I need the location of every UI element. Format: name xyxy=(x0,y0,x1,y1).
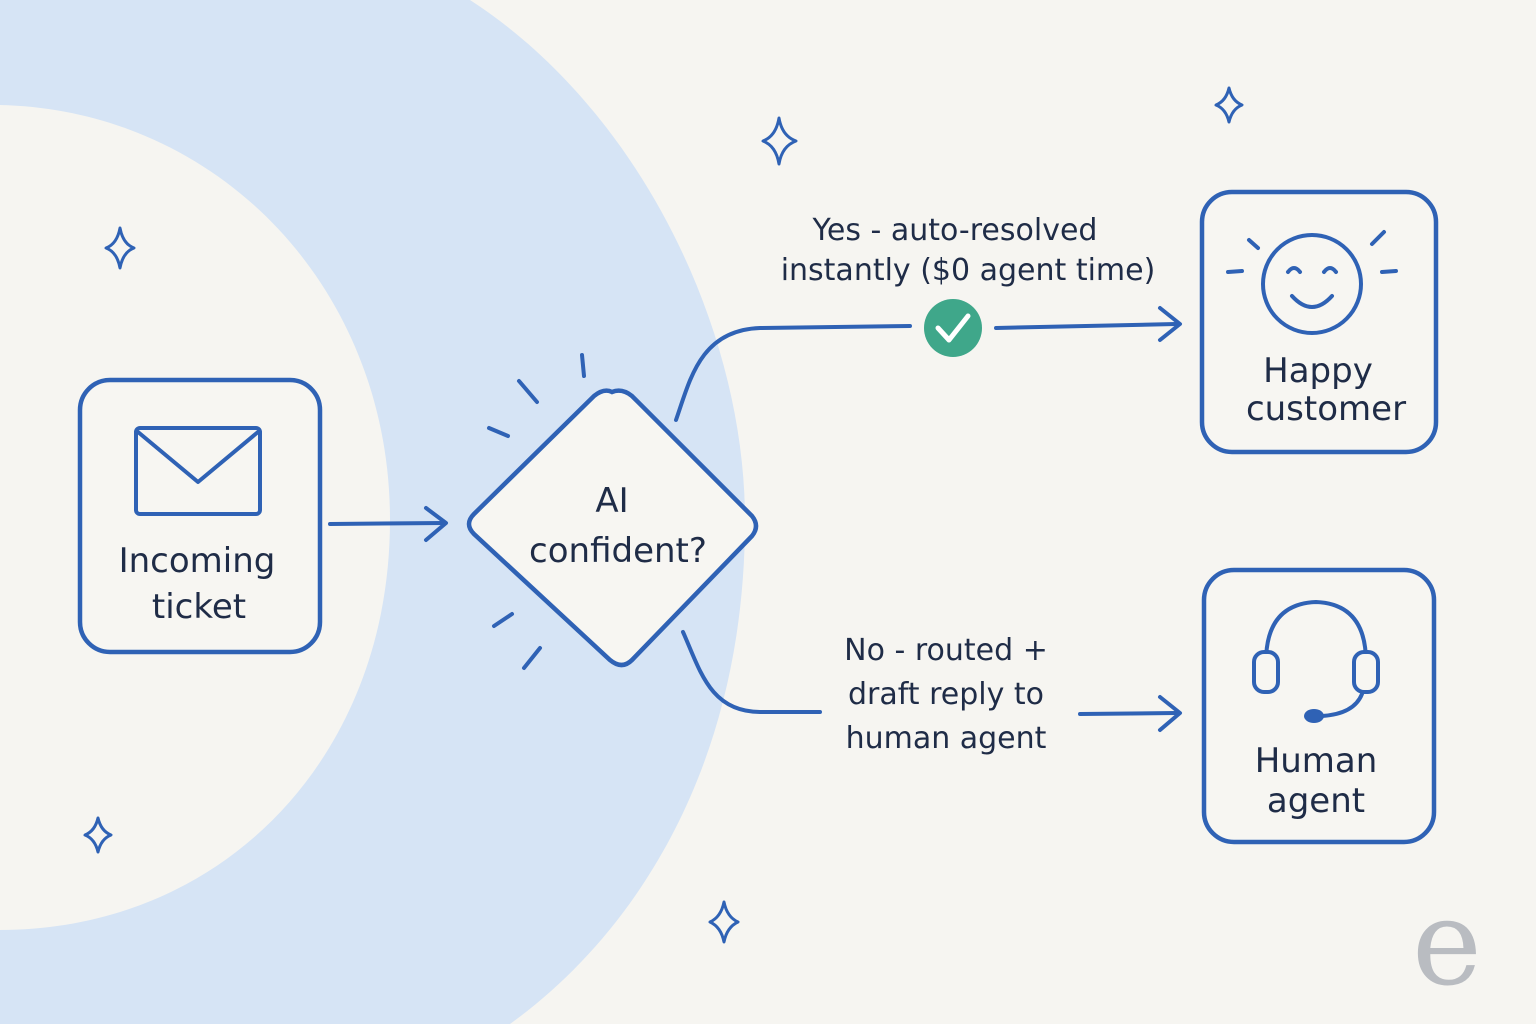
sparkle-icon xyxy=(83,816,113,854)
sparkle-icons xyxy=(83,86,1244,944)
no-label-line2: draft reply to xyxy=(848,677,1044,712)
sparkle-icon xyxy=(708,900,740,944)
smiley-face-icon xyxy=(1226,230,1398,335)
yes-arrow xyxy=(994,322,1178,330)
human-agent-node: Human agent xyxy=(1201,567,1437,845)
happy-label-line2: customer xyxy=(1246,389,1406,429)
no-label-line1: No - routed + xyxy=(844,633,1048,668)
no-branch: No - routed + draft reply to human agent xyxy=(681,630,1182,756)
incoming-label-line1: Incoming xyxy=(119,541,276,581)
yes-label-line2: instantly ($0 agent time) xyxy=(781,253,1156,288)
arrow-incoming-to-decision xyxy=(328,506,448,542)
background-band xyxy=(0,0,745,1024)
no-connector xyxy=(681,630,822,714)
decision-label-line2: confident? xyxy=(529,531,707,571)
happy-label-line1: Happy xyxy=(1263,351,1373,391)
emphasis-lines xyxy=(487,353,586,670)
incoming-ticket-node: Incoming ticket xyxy=(77,377,323,655)
happy-customer-node: Happy customer xyxy=(1199,189,1439,455)
sparkle-icon xyxy=(761,116,798,166)
yes-branch: Yes - auto-resolved instantly ($0 agent … xyxy=(674,213,1182,422)
envelope-icon xyxy=(134,426,262,516)
incoming-label-line2: ticket xyxy=(152,587,246,627)
no-label-line3: human agent xyxy=(846,721,1047,756)
yes-label-line1: Yes - auto-resolved xyxy=(812,213,1098,248)
check-icon xyxy=(924,299,982,357)
headset-icon xyxy=(1252,600,1380,723)
sparkle-icon xyxy=(104,226,136,270)
human-label-line1: Human xyxy=(1255,741,1378,781)
logo-watermark: e xyxy=(1412,874,1482,1012)
sparkle-icon xyxy=(1214,86,1244,124)
decision-node: AI confident? xyxy=(466,353,759,670)
yes-connector xyxy=(674,324,912,422)
decision-label-line1: AI xyxy=(595,481,628,521)
no-arrow xyxy=(1078,711,1178,716)
human-label-line2: agent xyxy=(1267,781,1365,821)
